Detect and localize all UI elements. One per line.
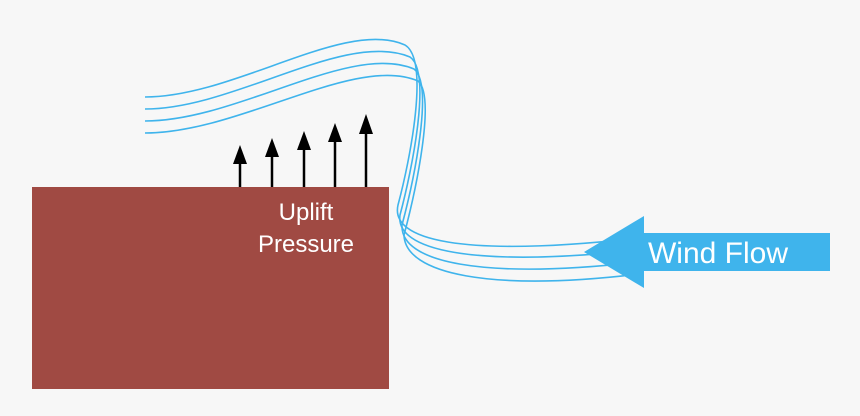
streamline [144,50,641,258]
streamline [144,62,641,270]
streamline [144,74,641,282]
uplift-arrows [233,114,373,187]
streamline [144,38,641,248]
building-block [32,187,389,389]
wind-flow-label: Wind Flow [648,237,788,270]
uplift-label-line2: Pressure [258,231,354,258]
streamlines [144,38,641,282]
up-arrow-icon [297,131,311,187]
uplift-label-line1: Uplift [279,199,334,226]
wind-flow-arrow-icon [584,216,830,288]
up-arrow-icon [328,123,342,187]
up-arrow-icon [233,145,247,187]
up-arrow-icon [265,138,279,187]
up-arrow-icon [359,114,373,187]
